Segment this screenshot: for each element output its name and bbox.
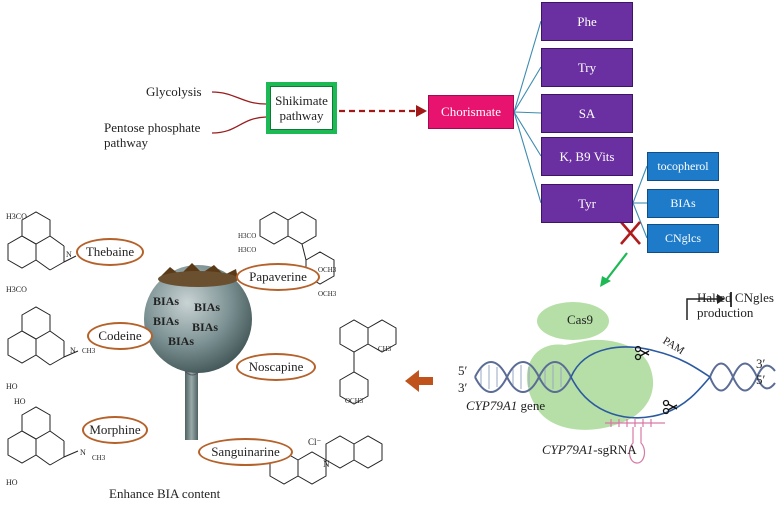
enhance-label: Enhance BIA content [109, 486, 221, 501]
morphine-oval: Morphine [82, 416, 148, 444]
sanguinarine-oval: Sanguinarine [198, 438, 293, 466]
halted-label: Halted CNgles production [697, 290, 774, 320]
tyr-cnglcs: CNglcs [647, 224, 719, 253]
gene-label: CYP79A1 gene [466, 398, 546, 413]
thebaine-h3co-top: H3CO [6, 212, 27, 221]
thebaine-oval: Thebaine [76, 238, 144, 266]
glycolysis-label: Glycolysis [146, 84, 202, 99]
sgrna-label: CYP79A1-sgRNA [542, 442, 637, 457]
product-try: Try [541, 48, 633, 87]
capsule-bias-3: BIAs [153, 314, 180, 328]
noscapine-oval: Noscapine [236, 353, 316, 381]
morphine-n: N [80, 448, 86, 457]
morphinan-structures [7, 211, 79, 466]
product-vitamins: K, B9 Vits [541, 137, 633, 176]
crispr-diagram [474, 292, 776, 464]
papaverine-och3-1: H3CO [238, 232, 257, 240]
scissors-icon [634, 345, 650, 361]
codeine-ch3: CH3 [82, 347, 96, 355]
sanguinarine-cl: Cl⁻ [308, 437, 322, 447]
five-prime-right: 5′ [756, 372, 766, 387]
papaverine-och3-2: H3CO [238, 246, 257, 254]
tyr-bias: BIAs [647, 189, 719, 218]
shikimate-box: Shikimate pathway [266, 82, 337, 134]
capsule-bias-5: BIAs [168, 334, 195, 348]
capsule-bias-1: BIAs [153, 294, 180, 308]
papaverine-och3-4: OCH3 [318, 290, 337, 298]
noscapine-och3: OCH3 [345, 397, 364, 405]
three-prime-right: 3′ [756, 356, 766, 371]
product-sa: SA [541, 94, 633, 133]
morphine-ho-top: HO [14, 397, 26, 406]
three-prime-left: 3′ [458, 380, 468, 395]
left-arrow-icon [405, 370, 433, 392]
noscapine-ch3: CH3 [378, 345, 392, 353]
product-phe: Phe [541, 2, 633, 41]
morphine-ho-bottom: HO [6, 478, 18, 487]
capsule-bias-4: BIAs [192, 320, 219, 334]
morphine-ch3: CH3 [92, 454, 106, 462]
scissors-icon-2 [662, 399, 678, 415]
poppy-capsule-image [144, 263, 252, 440]
codeine-n: N [70, 346, 76, 355]
product-tyr: Tyr [541, 184, 633, 223]
thebaine-n: N [66, 250, 72, 259]
capsule-bias-2: BIAs [194, 300, 221, 314]
pentose-label: Pentose phosphate pathway [104, 120, 201, 150]
chorismate-box: Chorismate [428, 95, 514, 129]
papaverine-oval: Papaverine [236, 263, 320, 291]
five-prime-left: 5′ [458, 363, 468, 378]
cas9-label: Cas9 [567, 312, 593, 327]
sanguinarine-n: N [323, 459, 330, 469]
thebaine-h3co-bottom: H3CO [6, 285, 27, 294]
tyr-tocopherol: tocopherol [647, 152, 719, 181]
papaverine-och3-3: OCH3 [318, 266, 337, 274]
codeine-ho: HO [6, 382, 18, 391]
codeine-oval: Codeine [87, 322, 153, 350]
block-cross-icon [620, 221, 641, 245]
